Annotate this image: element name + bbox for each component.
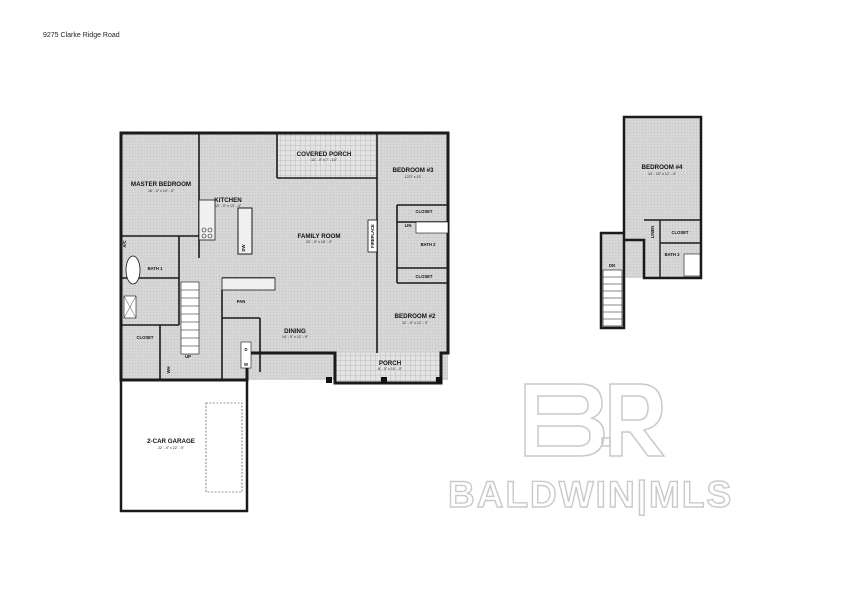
kitchen-label: KITCHEN [214,197,242,204]
dw-label: DW [241,244,246,251]
property-address: 9275 Clarke Ridge Road [43,32,120,39]
wh-label: WH [166,367,171,374]
porch-dim: 8' - 0" x 10' - 0" [378,367,403,371]
family-room-label: FAMILY ROOM [298,233,341,240]
closet-bed3-label: CLOSET [416,209,433,214]
br-logo [524,383,666,457]
dining-label: DINING [284,328,306,335]
linen-label: LINEN [650,226,655,239]
porch-floor [335,353,441,383]
master-bedroom-label: MASTER BEDROOM [131,181,191,188]
closet-bed4-label: CLOSET [672,230,689,235]
porch-label: PORCH [379,360,402,367]
dn-label: DN [609,263,615,268]
bedroom3-dim: 12'0" x 13' [405,175,422,179]
upper-stairs [602,269,623,327]
washer-label: W [244,362,248,367]
kitchen-island [237,207,253,255]
dryer-label: D [244,347,247,352]
pan-label: PAN [237,299,246,304]
garage-door [205,402,243,493]
bedroom2-label: BEDROOM #2 [395,313,436,320]
bedroom2-dim: 12' - 0" x 12' - 3" [402,321,429,325]
bath3-label: BATH 3 [665,252,680,257]
dining-dim: 14' - 0" x 12' - 9" [282,335,309,339]
lin-label: LIN [405,223,412,228]
kitchen-dim: 13' - 0" x 13' - 4" [215,204,242,208]
kitchen-counter [198,199,216,241]
closet-label: CLOSET [137,335,154,340]
garage-dim: 22' - 0" x 22' - 0" [158,446,185,450]
bedroom4-label: BEDROOM #4 [642,164,683,171]
garage-label: 2-CAR GARAGE [147,438,195,445]
bathtub [125,255,141,285]
bedroom4-dim: 13' - 10" x 12' - 4" [648,172,677,176]
bedroom3-label: BEDROOM #3 [393,167,434,174]
covered-porch-label: COVERED PORCH [297,151,352,158]
main-stairs [180,281,200,355]
bath2-label: BATH 2 [421,242,436,247]
ac-label: A/C [122,240,127,247]
bath1-label: BATH 1 [148,266,163,271]
fireplace-label: FIREPLACE [370,224,375,248]
baldwin-mls-watermark: BALDWIN|MLS [447,473,734,515]
master-bedroom-dim: 16' - 0" x 14' - 4" [148,189,175,193]
covered-porch-dim: 13' - 0" x 7' - 10" [311,158,338,162]
fireplace [367,219,378,253]
closet-bed2-label: CLOSET [416,274,433,279]
covered-porch-floor [277,133,377,178]
family-room-dim: 22' - 0" x 18' - 4" [306,240,333,244]
upper-floor: BEDROOM #4 13' - 10" x 12' - 4" CLOSET B… [599,115,703,330]
main-floor: MASTER BEDROOM 16' - 0" x 14' - 4" KITCH… [119,131,450,513]
up-label: UP [185,354,191,359]
